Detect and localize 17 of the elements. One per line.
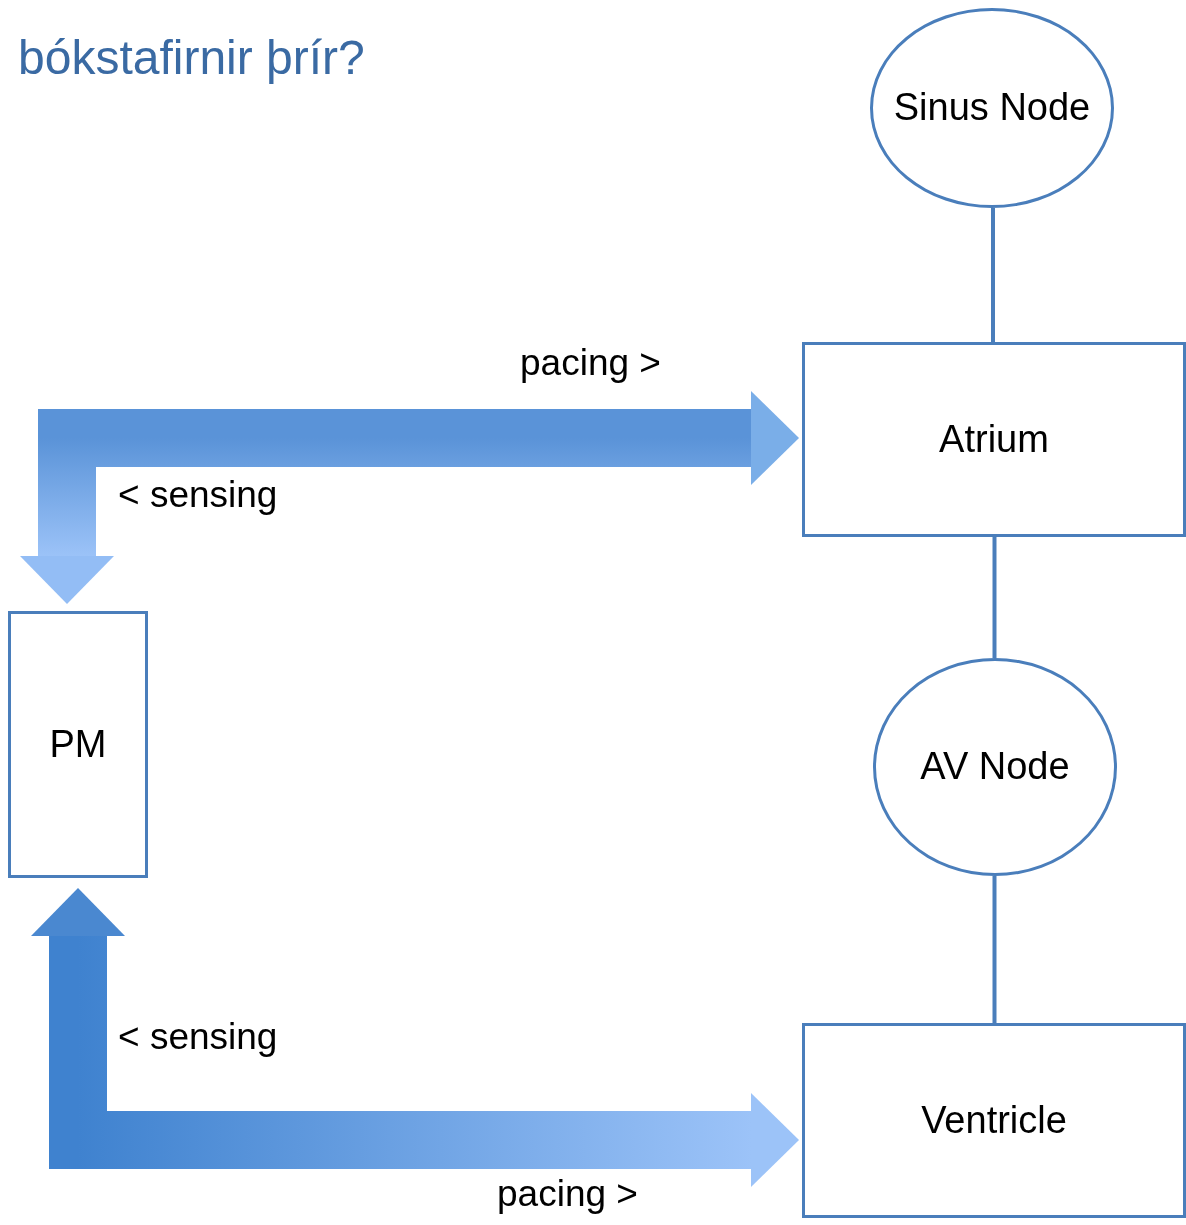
connector-line	[992, 876, 997, 1023]
arrow-label: pacing >	[520, 342, 661, 384]
arrow-label: pacing >	[497, 1173, 638, 1215]
process-box	[802, 1023, 1186, 1218]
node-label: Sinus Node	[893, 86, 1091, 129]
connector-line	[992, 537, 997, 658]
node-label: Ventricle	[921, 1098, 1067, 1141]
process-box	[802, 342, 1186, 537]
arrow-label: < sensing	[118, 1016, 278, 1058]
node-label: Atrium	[939, 417, 1049, 460]
process-box	[8, 611, 148, 878]
arrow-label: < sensing	[118, 474, 278, 516]
node-label: AV Node	[920, 745, 1070, 788]
title: bókstafirnir þrír?	[18, 30, 365, 85]
block-arrow	[20, 391, 799, 604]
connector-line	[991, 208, 995, 342]
node-label: PM	[49, 722, 107, 765]
